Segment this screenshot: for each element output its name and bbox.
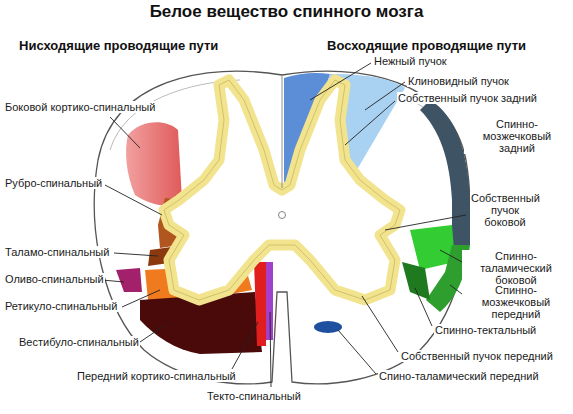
tract-label: Спино-таламический передний <box>378 370 540 382</box>
tract-label: Собственный пучок боковой <box>470 192 540 228</box>
tract-label: Спинно-таламический боковой <box>462 250 570 286</box>
leader-line <box>338 330 376 374</box>
tract-label: Собственный пучок передний <box>400 350 554 362</box>
leader-line <box>270 312 271 387</box>
leader-line <box>345 101 395 145</box>
leader-line <box>102 280 124 282</box>
tectospinal-tract <box>266 262 273 340</box>
leader-line <box>114 253 158 256</box>
leader-line <box>385 215 466 230</box>
tract-label: Вестибуло-спинальный <box>18 336 140 348</box>
tract-label: Передний кортико-спинальный <box>76 370 237 382</box>
tract-label: Боковой кортико-спинальный <box>4 101 156 113</box>
anterior-spinothalamic-tract <box>314 321 342 333</box>
tract-label: Собственный пучок задний <box>397 92 538 104</box>
leader-line <box>110 117 140 148</box>
tract-label: Рубро-спинальный <box>4 177 103 189</box>
section-heading: Восходящие проводящие пути <box>326 38 527 53</box>
leader-line <box>105 185 162 215</box>
tract-label: Текто-спинальный <box>206 390 302 402</box>
leader-line <box>450 285 462 294</box>
anterior-corticospinal-tract <box>254 262 266 346</box>
leader-line <box>122 290 160 307</box>
tract-label: Таламо-спинальный <box>4 246 110 258</box>
central-canal <box>279 212 286 219</box>
tract-label: Спинно-мозжечковый передний <box>462 284 570 320</box>
tract-label: Нежный пучок <box>373 55 448 67</box>
diagram-title: Белое вещество спинного мозга <box>0 2 573 22</box>
spinotectal-tract <box>402 262 430 300</box>
leader-line <box>415 288 432 326</box>
posterior-median-septum <box>282 76 283 188</box>
leader-line <box>310 63 371 100</box>
lateral-corticospinal-tract <box>126 122 182 205</box>
olivospinal-tract <box>116 268 142 292</box>
leader-line <box>232 322 258 369</box>
tract-label: Оливо-спинальный <box>4 273 105 285</box>
leader-line <box>362 296 398 352</box>
leader-line <box>140 325 165 342</box>
tract-label: Спинно-мозжечковый задний <box>464 118 570 154</box>
tract-label: Спинно-тектальный <box>434 324 537 336</box>
cord-outline <box>94 71 469 384</box>
tract-label: Ретикуло-спинальный <box>4 300 118 312</box>
leader-lines <box>102 63 466 387</box>
tract-label: Клиновидный пучок <box>407 75 510 87</box>
posterior-spinocerebellar-tract <box>420 100 470 245</box>
leader-line <box>440 250 462 262</box>
section-heading: Нисходящие проводящие пути <box>18 38 219 53</box>
